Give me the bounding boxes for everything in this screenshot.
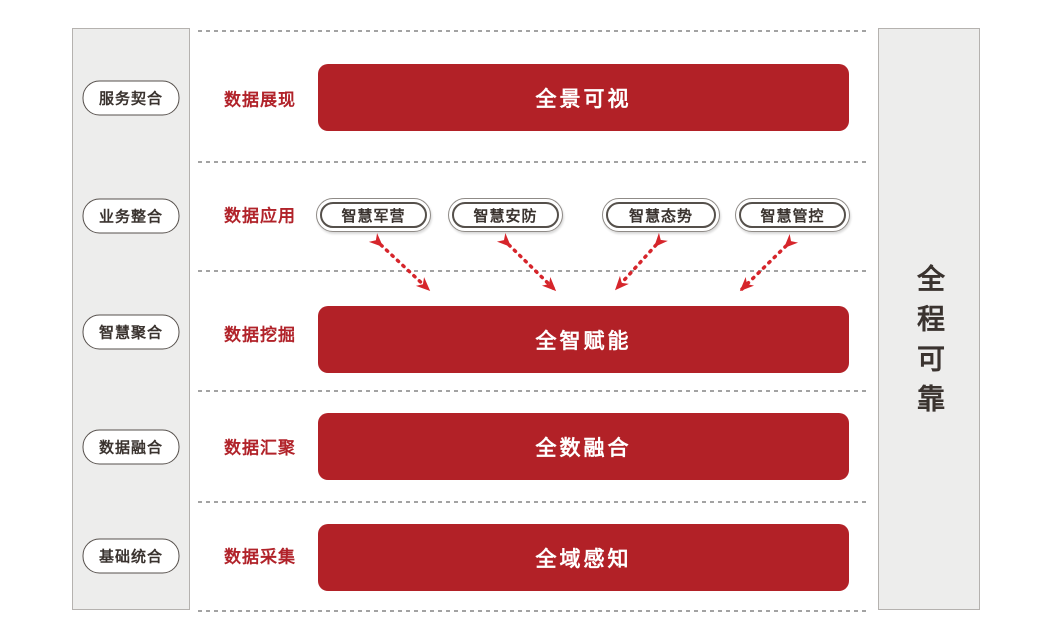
dotted-divider	[198, 30, 868, 32]
sidebar-pill-label: 数据融合	[98, 439, 163, 457]
banner-full-domain-sensing: 全域感知	[318, 524, 849, 591]
sidebar-pill-label: 基础统合	[98, 548, 163, 566]
row-label-data-convergence: 数据汇聚	[224, 438, 296, 458]
dotted-divider	[198, 610, 868, 612]
arrow-pill1-to-banner	[368, 233, 431, 292]
sidebar-pill-basic-unification: 基础统合	[82, 538, 180, 574]
app-pill-smart-situation: 智慧态势	[602, 198, 720, 232]
arrow-pill3-to-banner	[614, 232, 668, 291]
arrow-layer	[368, 232, 799, 292]
app-pill-label: 智慧管控	[739, 202, 846, 228]
sidebar-pill-label: 业务整合	[98, 208, 163, 226]
dotted-divider	[198, 161, 868, 163]
sidebar-pill-smart-aggregation: 智慧聚合	[82, 314, 180, 350]
sidebar-pill-data-fusion: 数据融合	[82, 429, 180, 465]
sidebar-pill-label: 智慧聚合	[98, 324, 163, 342]
right-sidebar: 全程可靠	[878, 28, 980, 610]
row-label-data-collection: 数据采集	[224, 547, 296, 567]
dotted-divider	[198, 390, 868, 392]
app-pill-smart-barracks: 智慧军营	[316, 198, 431, 232]
app-pill-smart-control: 智慧管控	[735, 198, 850, 232]
banner-full-data-fusion: 全数融合	[318, 413, 849, 480]
app-pill-label: 智慧态势	[606, 202, 716, 228]
sidebar-pill-service-fit: 服务契合	[82, 80, 180, 116]
app-pill-label: 智慧军营	[320, 202, 427, 228]
arrow-pill2-to-banner	[496, 233, 557, 292]
left-sidebar: 服务契合 业务整合 智慧聚合 数据融合 基础统合	[72, 28, 190, 610]
sidebar-pill-label: 服务契合	[98, 90, 163, 108]
arrow-pill4-to-banner	[739, 234, 799, 292]
app-pill-label: 智慧安防	[452, 202, 559, 228]
app-pill-smart-security: 智慧安防	[448, 198, 563, 232]
row-label-data-application: 数据应用	[224, 206, 296, 226]
sidebar-pill-business-integration: 业务整合	[82, 198, 180, 234]
banner-panoramic-visibility: 全景可视	[318, 64, 849, 131]
dotted-divider	[198, 501, 868, 503]
banner-full-intelligence: 全智赋能	[318, 306, 849, 373]
row-label-data-mining: 数据挖掘	[224, 325, 296, 345]
row-label-data-presentation: 数据展现	[224, 90, 296, 110]
right-sidebar-label: 全程可靠	[914, 264, 945, 424]
